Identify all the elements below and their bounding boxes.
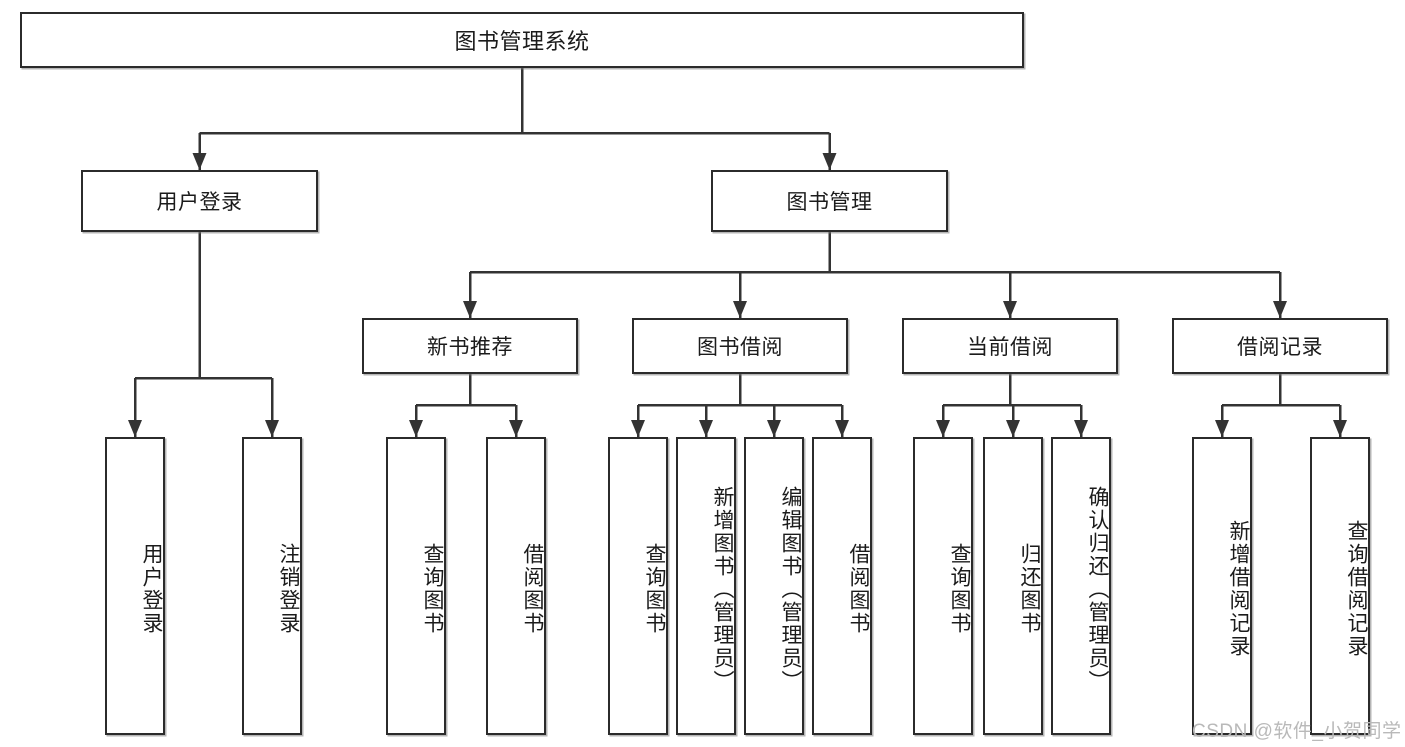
arrowhead-leaf-confirm-return [1074,420,1088,437]
node-leaf-query-book-3[interactable]: 查询图书 [913,437,973,735]
node-label-root: 图书管理系统 [454,29,590,54]
node-label-leaf-add-record: 新增借阅记录 [1227,520,1250,658]
node-label-current-borrow: 当前借阅 [967,336,1053,359]
arrowhead-leaf-query-book-3 [936,420,950,437]
arrowhead-leaf-logout-login [265,420,279,437]
node-current-borrow[interactable]: 当前借阅 [902,318,1118,374]
node-book-manage[interactable]: 图书管理 [711,170,948,232]
node-label-leaf-logout-login: 注销登录 [277,543,300,635]
node-label-leaf-edit-book: 编辑图书（管理员） [779,485,802,693]
arrowhead-leaf-query-book-2 [631,420,645,437]
arrowhead-book-borrow [733,301,747,318]
node-leaf-confirm-return[interactable]: 确认归还（管理员） [1051,437,1111,735]
node-borrow-record[interactable]: 借阅记录 [1172,318,1388,374]
arrowhead-leaf-add-book [699,420,713,437]
arrowhead-leaf-add-record [1215,420,1229,437]
node-label-leaf-query-book-2: 查询图书 [643,543,666,635]
watermark-label: CSDN @软件_小贺同学 [1192,721,1402,742]
node-leaf-add-book[interactable]: 新增图书（管理员） [676,437,736,735]
node-label-book-borrow: 图书借阅 [697,336,783,359]
arrowhead-new-book-recommend [463,301,477,318]
arrowhead-borrow-record [1273,301,1287,318]
node-label-leaf-query-book-1: 查询图书 [421,543,444,635]
node-leaf-query-record[interactable]: 查询借阅记录 [1310,437,1370,735]
node-label-book-manage: 图书管理 [786,191,873,214]
node-label-leaf-add-book: 新增图书（管理员） [711,485,734,693]
node-label-borrow-record: 借阅记录 [1237,336,1323,359]
node-leaf-user-login[interactable]: 用户登录 [105,437,165,735]
node-leaf-add-record[interactable]: 新增借阅记录 [1192,437,1252,735]
arrowhead-leaf-query-book-1 [409,420,423,437]
arrowhead-leaf-borrow-book-1 [509,420,523,437]
node-root[interactable]: 图书管理系统 [20,12,1024,68]
node-label-new-book-recommend: 新书推荐 [427,336,513,359]
node-label-leaf-borrow-book-1: 借阅图书 [521,543,544,635]
arrowhead-leaf-borrow-book-2 [835,420,849,437]
node-user-login[interactable]: 用户登录 [81,170,318,232]
node-leaf-logout-login[interactable]: 注销登录 [242,437,302,735]
arrowhead-leaf-user-login [128,420,142,437]
arrowhead-book-manage [822,153,837,170]
arrowhead-user-login [192,153,207,170]
node-book-borrow[interactable]: 图书借阅 [632,318,848,374]
node-leaf-borrow-book-1[interactable]: 借阅图书 [486,437,546,735]
node-leaf-query-book-2[interactable]: 查询图书 [608,437,668,735]
arrowhead-current-borrow [1003,301,1017,318]
node-leaf-edit-book[interactable]: 编辑图书（管理员） [744,437,804,735]
node-leaf-return-book[interactable]: 归还图书 [983,437,1043,735]
node-label-leaf-query-record: 查询借阅记录 [1345,520,1368,658]
node-label-leaf-user-login: 用户登录 [140,543,163,635]
node-label-leaf-return-book: 归还图书 [1018,543,1041,635]
arrowhead-leaf-edit-book [767,420,781,437]
node-label-leaf-confirm-return: 确认归还（管理员） [1086,485,1109,693]
node-label-leaf-borrow-book-2: 借阅图书 [847,543,870,635]
node-new-book-recommend[interactable]: 新书推荐 [362,318,578,374]
arrowhead-leaf-return-book [1006,420,1020,437]
node-label-user-login: 用户登录 [156,191,243,214]
node-leaf-query-book-1[interactable]: 查询图书 [386,437,446,735]
arrowhead-leaf-query-record [1333,420,1347,437]
node-label-leaf-query-book-3: 查询图书 [948,543,971,635]
node-leaf-borrow-book-2[interactable]: 借阅图书 [812,437,872,735]
